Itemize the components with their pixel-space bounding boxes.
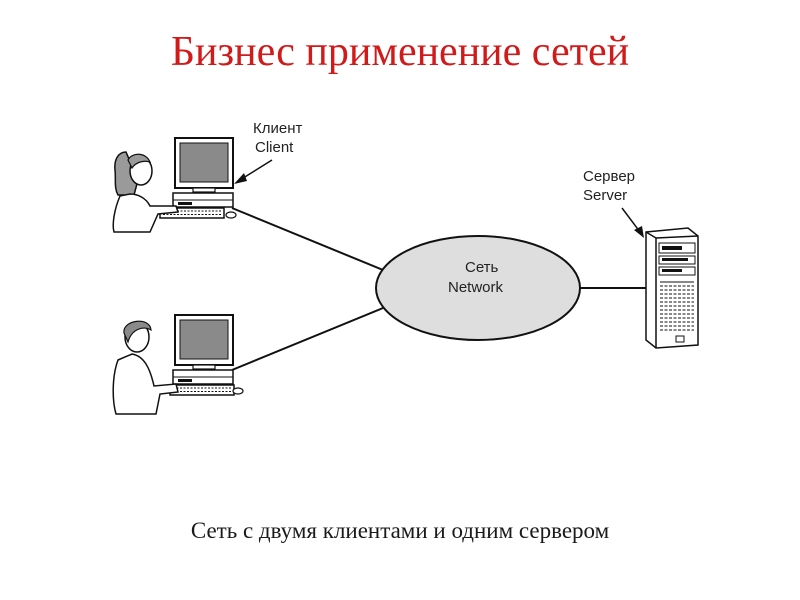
link-client2-network [231,307,384,371]
server-label-ru: Сервер [583,168,635,185]
desktop-computer-icon [169,314,244,396]
desktop-computer-icon [159,137,237,219]
network-label-en: Network [448,279,504,296]
server-tower-icon [645,227,699,349]
network-label-ru: Сеть [465,259,499,276]
client-2 [112,314,244,415]
man-user-icon [112,320,179,415]
slide-caption: Сеть с двумя клиентами и одним сервером [190,518,610,543]
network-cloud-icon [375,235,581,341]
client-arrow [234,159,273,184]
slide-title: Бизнес применение сетей [170,29,630,75]
client-label-ru: Клиент [253,120,302,137]
server-label-en: Server [583,187,627,204]
link-client1-network [231,207,384,271]
client-1 [112,137,237,233]
client-label-en: Client [255,139,294,156]
woman-user-icon [112,151,180,233]
server-arrow [621,207,644,238]
